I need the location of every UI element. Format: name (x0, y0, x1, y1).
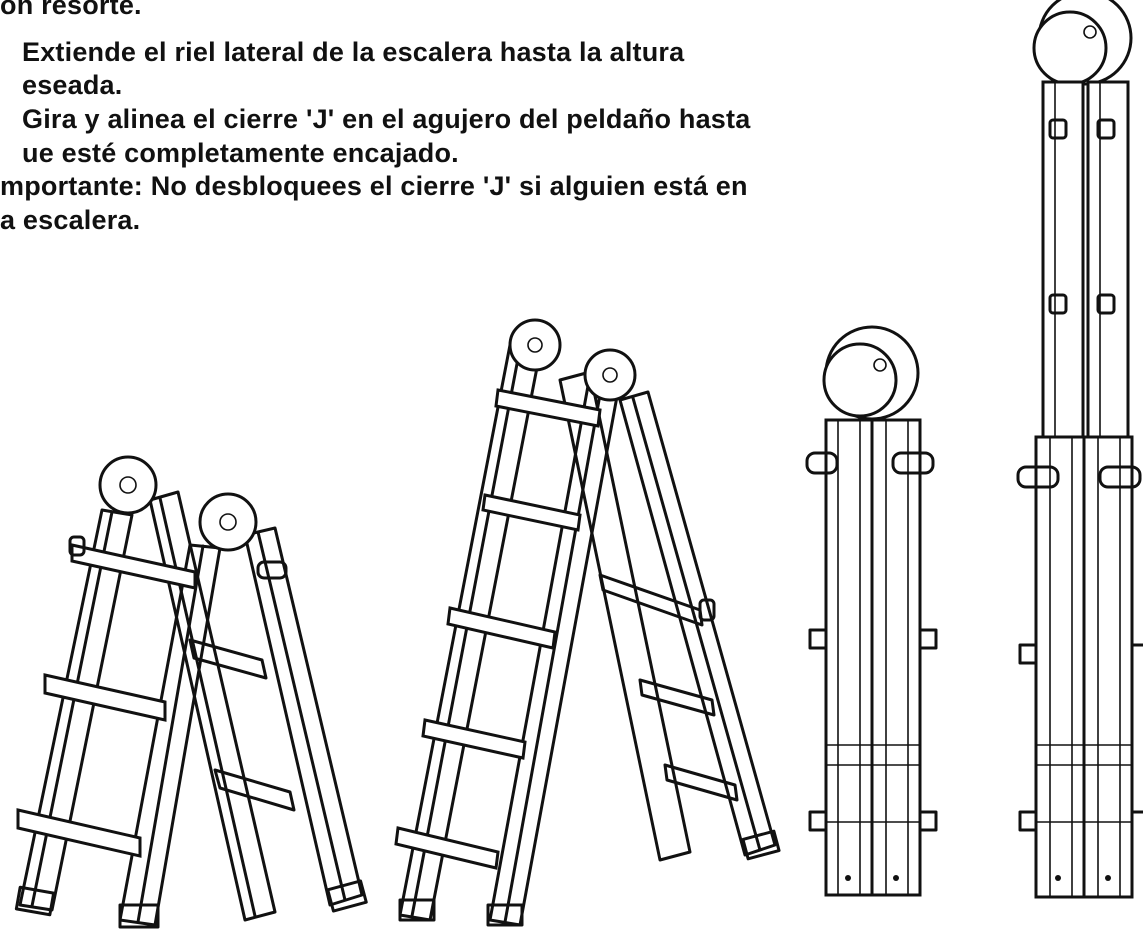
instruction-line-3: eseada. (22, 70, 123, 100)
instruction-line-1: on resorte. (0, 0, 142, 20)
instruction-line-5: ue esté completamente encajado. (22, 138, 459, 168)
ladder-extended-straight (1016, 0, 1143, 899)
instruction-line-7: a escalera. (0, 205, 141, 235)
ladder-a-frame-tall (394, 318, 781, 927)
ladder-folded-closed (805, 325, 938, 897)
instruction-line-2: Extiende el riel lateral de la escalera … (22, 37, 685, 67)
ladder-a-frame-short (14, 455, 368, 929)
instruction-line-6: mportante: No desbloquees el cierre 'J' … (0, 171, 748, 201)
instruction-line-4: Gira y alinea el cierre 'J' en el agujer… (22, 104, 751, 134)
